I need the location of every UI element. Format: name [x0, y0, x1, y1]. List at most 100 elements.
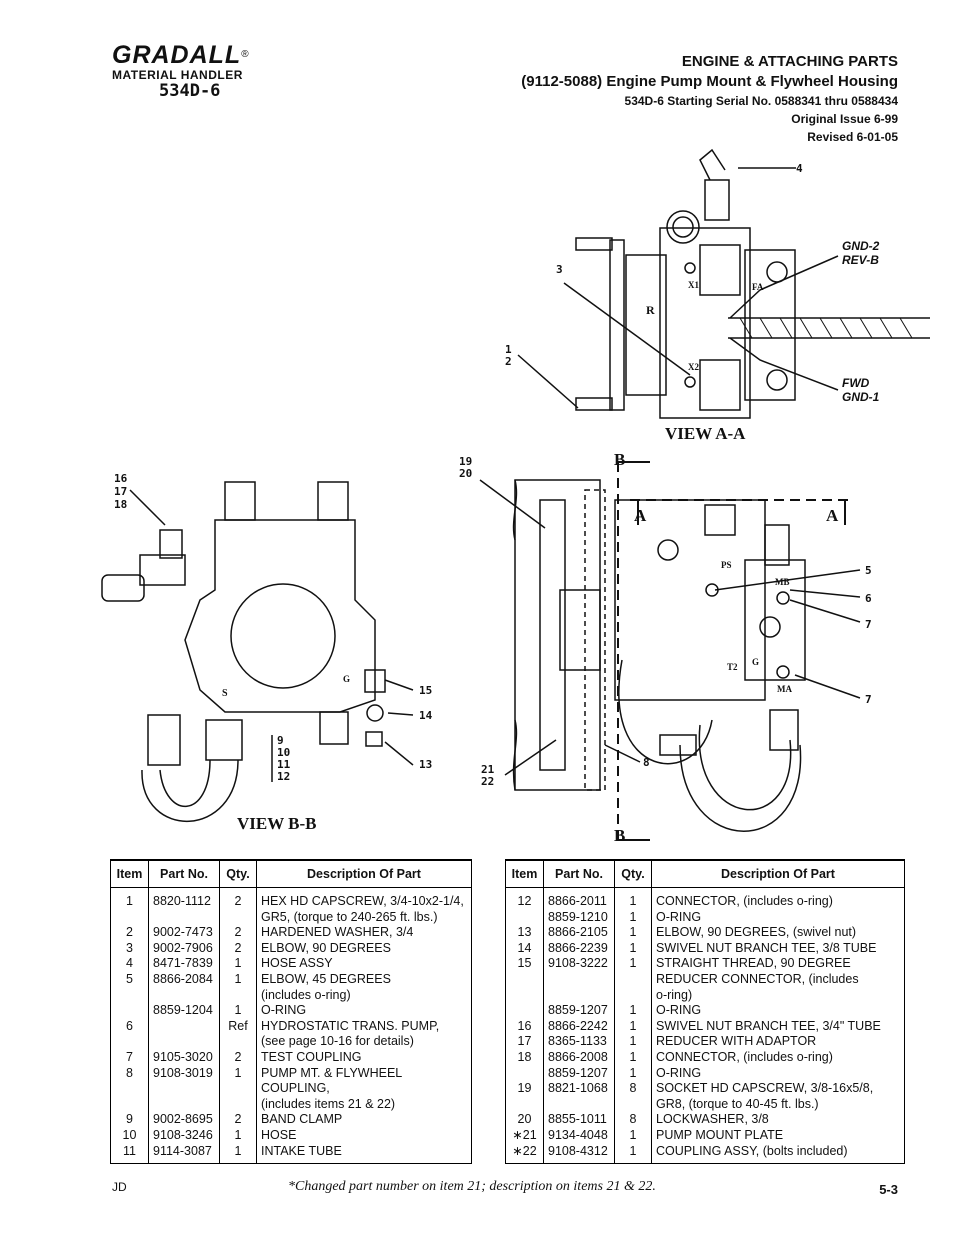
description-cell: (see page 10-16 for details) [256, 1034, 472, 1050]
port-g2: G [343, 674, 351, 684]
item-cell: 4 [110, 956, 149, 972]
callout-1: 1 [505, 343, 512, 356]
qty-cell: 1 [219, 1065, 257, 1097]
part-no-cell: 8365-1133 [543, 1034, 615, 1050]
description-cell: HYDROSTATIC TRANS. PUMP, [256, 1018, 472, 1035]
callout-17: 17 [114, 485, 128, 498]
table-row: (includes o-ring) [110, 987, 472, 1004]
port-r: R [646, 303, 655, 317]
part-no-cell: 9002-7473 [148, 925, 220, 941]
part-no-cell: 9002-7906 [148, 940, 220, 957]
page-header: ENGINE & ATTACHING PARTS (9112-5088) Eng… [521, 52, 898, 146]
description-cell: O-RING [651, 909, 905, 926]
tag-fwd: FWD [842, 376, 870, 390]
table-row [110, 1159, 472, 1165]
part-no-cell [148, 987, 220, 1004]
callout-22: 22 [481, 775, 495, 788]
callout-2: 2 [505, 355, 512, 368]
tag-gnd2: GND-2 [842, 239, 880, 253]
qty-cell: 1 [219, 1127, 257, 1144]
part-no-cell: 8859-1207 [543, 1003, 615, 1019]
port-mb: MB [775, 577, 790, 587]
description-cell: ELBOW, 90 DEGREES, (swivel nut) [651, 925, 905, 941]
table-header-row: Item Part No. Qty. Description Of Part [110, 859, 472, 888]
part-no-cell: 8866-2084 [148, 971, 220, 988]
col-item: Item [110, 859, 149, 888]
footer-code: JD [112, 1180, 127, 1194]
tag-revb: REV-B [842, 253, 879, 267]
callout-14: 14 [419, 709, 433, 722]
description-cell: ELBOW, 90 DEGREES [256, 940, 472, 957]
parts-table-left: Item Part No. Qty. Description Of Part 1… [110, 859, 472, 1165]
part-no-cell: 8821-1068 [543, 1081, 615, 1097]
part-no-cell: 8866-2242 [543, 1018, 615, 1035]
item-cell [505, 1003, 544, 1019]
part-no-cell: 8820-1112 [148, 887, 220, 910]
qty-cell: 2 [219, 940, 257, 957]
part-no-cell: 8866-2105 [543, 925, 615, 941]
item-cell: 12 [505, 887, 544, 910]
description-cell: COUPLING ASSY, (bolts included) [651, 1143, 905, 1165]
col-item: Item [505, 859, 544, 888]
qty-cell: 1 [614, 887, 652, 910]
part-no-cell: 9108-3019 [148, 1065, 220, 1097]
description-cell: REDUCER CONNECTOR, (includes [651, 971, 905, 988]
qty-cell: 1 [614, 1003, 652, 1019]
parts-table-right: Item Part No. Qty. Description Of Part 1… [505, 859, 905, 1165]
port-ps: PS [721, 560, 732, 570]
description-cell: HOSE [256, 1127, 472, 1144]
qty-cell: 1 [614, 909, 652, 926]
description-cell: O-RING [256, 1003, 472, 1019]
part-no-cell: 8859-1204 [148, 1003, 220, 1019]
col-part-no: Part No. [148, 859, 220, 888]
item-cell: ∗21 [505, 1127, 544, 1144]
section-b-top: B [614, 450, 626, 469]
callout-16: 16 [114, 472, 128, 485]
qty-cell [219, 1034, 257, 1050]
description-cell: PUMP MT. & FLYWHEEL COUPLING, [256, 1065, 472, 1097]
gradall-logo: GRADALL® MATERIAL HANDLER 534D-6 [112, 42, 292, 100]
section-b-bottom: B [614, 826, 626, 845]
description-cell: GR8, (torque to 40-45 ft. lbs.) [651, 1096, 905, 1113]
description-cell: TEST COUPLING [256, 1049, 472, 1066]
part-no-cell [148, 1034, 220, 1050]
part-no-cell [148, 909, 220, 926]
item-cell [110, 1096, 149, 1113]
parts-illustration [101, 148, 930, 841]
description-cell: O-RING [651, 1003, 905, 1019]
callout-20: 20 [459, 467, 473, 480]
qty-cell [219, 909, 257, 926]
description-cell: CONNECTOR, (includes o-ring) [651, 1049, 905, 1066]
part-no-cell: 8866-2239 [543, 940, 615, 957]
callout-21: 21 [481, 763, 495, 776]
callout-7a: 7 [865, 618, 872, 631]
logo-line: MATERIAL HANDLER [112, 68, 243, 82]
view-bb-drawing [101, 481, 414, 822]
part-no-cell: 9114-3087 [148, 1143, 220, 1160]
part-no-cell: 9108-3246 [148, 1127, 220, 1144]
qty-cell: 2 [219, 887, 257, 910]
item-cell: 9 [110, 1112, 149, 1128]
description-cell: ELBOW, 45 DEGREES [256, 971, 472, 988]
callout-18: 18 [114, 498, 128, 511]
item-cell: 16 [505, 1018, 544, 1035]
qty-cell: 1 [614, 956, 652, 972]
part-no-cell: 9105-3020 [148, 1049, 220, 1066]
callout-3: 3 [556, 263, 563, 276]
item-cell [505, 1065, 544, 1082]
qty-cell [614, 971, 652, 988]
callout-19: 19 [459, 455, 473, 468]
part-no-cell: 9108-3222 [543, 956, 615, 972]
